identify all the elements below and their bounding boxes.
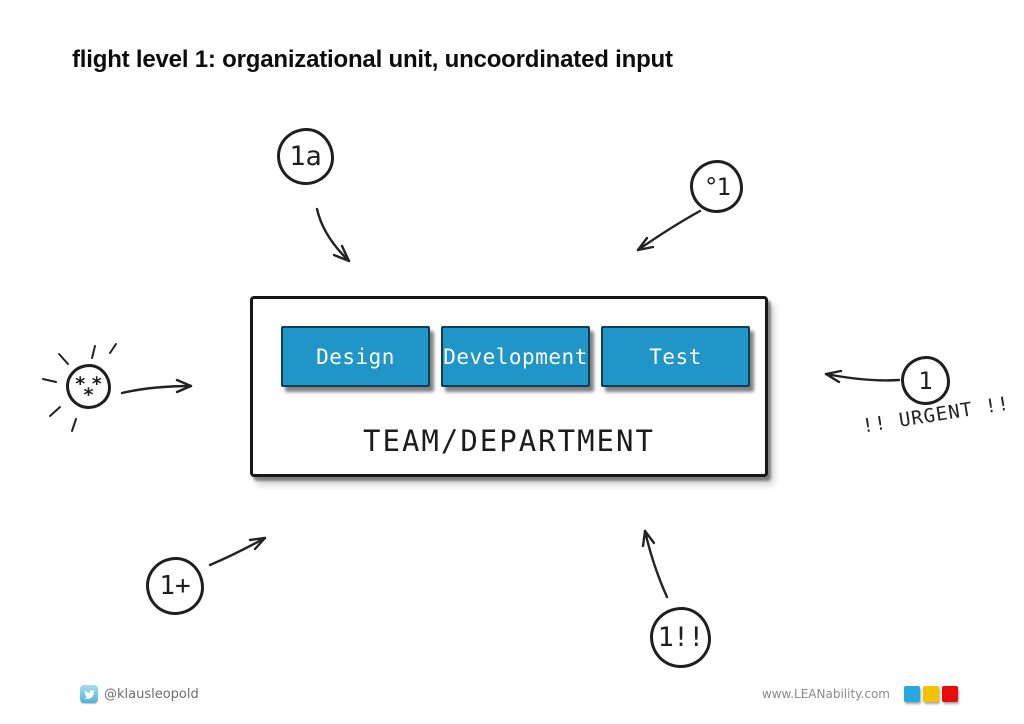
team-department-box: Design Development Test TEAM/DEPARTMENT	[250, 296, 768, 477]
input-badge-1-urgent: 1	[901, 356, 950, 405]
input-badge-1plus: 1+	[146, 557, 204, 615]
logo-square-red	[942, 686, 958, 702]
team-columns: Design Development Test	[281, 326, 750, 387]
footer-right: www.LEANability.com	[762, 686, 958, 702]
arrow-left	[120, 378, 193, 395]
stars-icon: * * *	[75, 373, 102, 406]
arrow-bottom-left	[208, 536, 267, 567]
stars-row-top: * *	[75, 373, 102, 395]
input-badge-stars: * * *	[66, 364, 111, 409]
arrow-bottom-right	[641, 529, 669, 599]
arrow-top-right	[636, 209, 702, 252]
team-department-label: TEAM/DEPARTMENT	[363, 424, 655, 458]
arrow-top-left	[315, 207, 351, 263]
stars-row-bottom: *	[83, 384, 94, 406]
input-badge-degree1-label: °1	[704, 172, 731, 201]
arrow-right	[824, 369, 901, 384]
input-badge-1a: 1a	[277, 128, 334, 185]
slide-title: flight level 1: organizational unit, unc…	[72, 46, 673, 73]
logo-square-yellow	[923, 686, 939, 702]
logo-square-blue	[904, 686, 920, 702]
website-url: www.LEANability.com	[761, 687, 890, 701]
input-badge-1-urgent-label: 1	[918, 366, 933, 395]
column-test: Test	[601, 326, 750, 387]
column-design: Design	[281, 326, 430, 387]
input-badge-1plus-label: 1+	[159, 571, 191, 601]
twitter-bird-icon	[80, 685, 98, 703]
footer-left: @klausleopold	[80, 685, 199, 703]
twitter-handle: @klausleopold	[104, 686, 199, 702]
input-badge-degree1: °1	[690, 160, 743, 213]
column-development: Development	[441, 326, 590, 387]
input-badge-1bang-label: 1!!	[657, 622, 705, 653]
leanability-logo	[904, 686, 958, 702]
input-badge-1a-label: 1a	[289, 141, 322, 172]
input-badge-1bang: 1!!	[650, 607, 711, 668]
